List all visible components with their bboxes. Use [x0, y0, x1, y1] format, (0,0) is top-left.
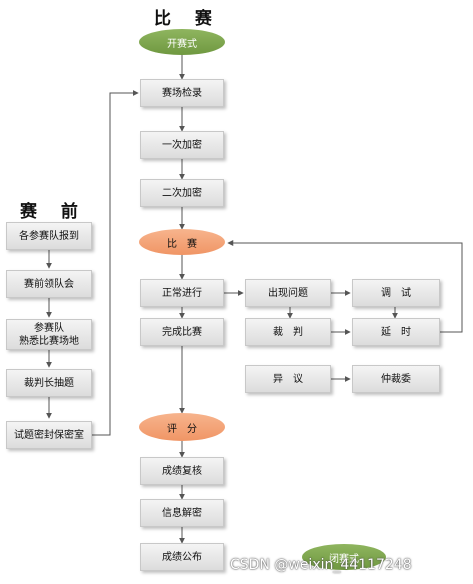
objection-node: 异 议 [245, 365, 331, 393]
opening-ceremony-node: 开赛式 [139, 29, 225, 55]
evaluate-node: 评 分 [139, 413, 225, 441]
judge-node: 裁 判 [245, 318, 331, 346]
watermark: CSDN @weixin_44117248 [230, 557, 412, 573]
seal-questions-node: 试题密封保密室 [6, 421, 92, 449]
arbitration-node: 仲裁委 [352, 365, 440, 393]
closing-ceremony-node: 闭赛式 [302, 544, 386, 570]
decrypt-node: 信息解密 [140, 499, 224, 527]
publish-score-node: 成绩公布 [140, 543, 224, 571]
venue-check-node: 赛场检录 [140, 79, 224, 107]
finish-match-node: 完成比赛 [140, 318, 224, 346]
draw-questions-node: 裁判长抽题 [6, 369, 92, 397]
debug-node: 调 试 [352, 279, 440, 307]
leader-meeting-node: 赛前领队会 [6, 270, 92, 298]
first-encrypt-node: 一次加密 [140, 131, 224, 159]
match-node: 比 赛 [139, 229, 225, 255]
normal-progress-node: 正常进行 [140, 279, 224, 307]
delay-node: 延 时 [352, 318, 440, 346]
register-node: 各参赛队报到 [6, 222, 92, 250]
match-section-title: 比 赛 [154, 9, 221, 29]
second-encrypt-node: 二次加密 [140, 179, 224, 207]
problem-node: 出现问题 [245, 279, 331, 307]
familiarize-venue-node: 参赛队 熟悉比赛场地 [6, 319, 92, 350]
score-review-node: 成绩复核 [140, 457, 224, 485]
pre-match-section-title: 赛 前 [20, 202, 87, 222]
